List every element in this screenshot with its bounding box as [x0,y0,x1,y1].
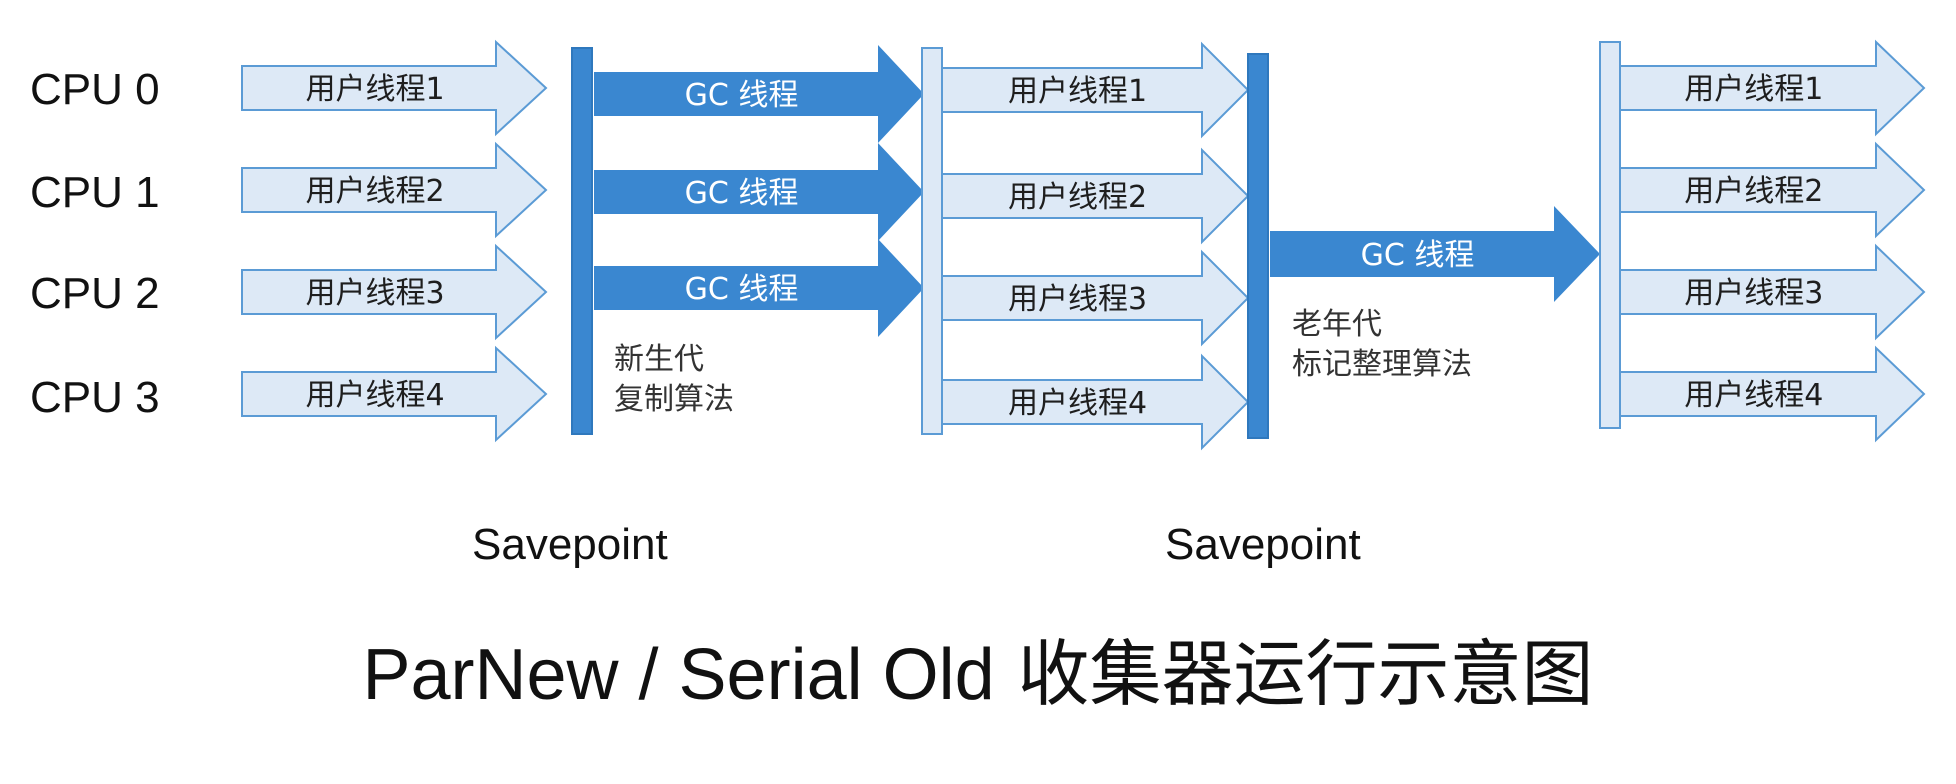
user-thread-arrow-s2-3 [941,249,1250,347]
cpu-label-3: CPU 3 [30,373,160,422]
user-thread-arrow-s1-1-label: 用户线程1 [305,72,444,107]
gc-thread-arrow-young-1-label: GC 线程 [685,78,799,113]
user-thread-arrow-s2-4 [941,353,1250,451]
user-thread-arrow-s1-2-label: 用户线程2 [305,174,444,209]
title-zh: 收集器运行示意图 [1017,632,1594,716]
user-thread-arrow-s3-3-label: 用户线程3 [1684,276,1823,311]
user-thread-arrow-s1-2 [241,141,548,239]
resume-bar-2 [1599,41,1621,429]
user-thread-arrow-s1-1 [241,39,548,137]
user-thread-arrow-s2-1-label: 用户线程1 [1008,74,1147,109]
savepoint-label-1: Savepoint [472,520,668,569]
young-gen-label-line2: 复制算法 [614,382,734,417]
gc-thread-arrow-old [1270,206,1600,302]
title-en: ParNew / Serial Old [362,635,995,715]
user-thread-arrow-s3-2-label: 用户线程2 [1684,174,1823,209]
user-thread-arrow-s3-4 [1619,345,1926,443]
diagram-title: ParNew / Serial Old 收集器运行示意图 [0,638,1956,711]
user-thread-arrow-s2-1 [941,41,1250,139]
cpu-label-0: CPU 0 [30,65,160,114]
young-gen-label-line1: 新生代 [614,342,704,377]
old-gen-label: 老年代 标记整理算法 [1292,305,1472,385]
user-thread-arrow-s3-1-label: 用户线程1 [1684,72,1823,107]
gc-thread-arrow-young-2-label: GC 线程 [685,176,799,211]
gc-thread-arrow-young-3-label: GC 线程 [685,272,799,307]
gc-thread-arrow-young-3 [594,239,924,337]
savepoint-label-2: Savepoint [1165,520,1361,569]
resume-bar-1 [921,47,943,435]
user-thread-arrow-s1-3-label: 用户线程3 [305,276,444,311]
user-thread-arrow-s2-2 [941,147,1250,245]
user-thread-arrow-s2-2-label: 用户线程2 [1008,180,1147,215]
user-thread-arrow-s3-4-label: 用户线程4 [1684,378,1823,413]
gc-thread-arrow-old-label: GC 线程 [1361,238,1475,273]
user-thread-arrow-s3-2 [1619,141,1926,239]
user-thread-arrow-s2-3-label: 用户线程3 [1008,282,1147,317]
user-thread-arrow-s2-4-label: 用户线程4 [1008,386,1147,421]
cpu-label-1: CPU 1 [30,168,160,217]
user-thread-arrow-s1-4 [241,345,548,443]
gc-thread-arrow-young-1 [594,45,924,143]
old-gen-label-line1: 老年代 [1292,307,1382,342]
user-thread-arrow-s1-3 [241,243,548,341]
user-thread-arrow-s3-1 [1619,39,1926,137]
savepoint-bar-2 [1247,53,1269,439]
old-gen-label-line2: 标记整理算法 [1292,347,1472,382]
gc-thread-arrow-young-2 [594,143,924,241]
savepoint-bar-1 [571,47,593,435]
cpu-label-2: CPU 2 [30,269,160,318]
user-thread-arrow-s1-4-label: 用户线程4 [305,378,444,413]
user-thread-arrow-s3-3 [1619,243,1926,341]
young-gen-label: 新生代 复制算法 [614,340,734,420]
